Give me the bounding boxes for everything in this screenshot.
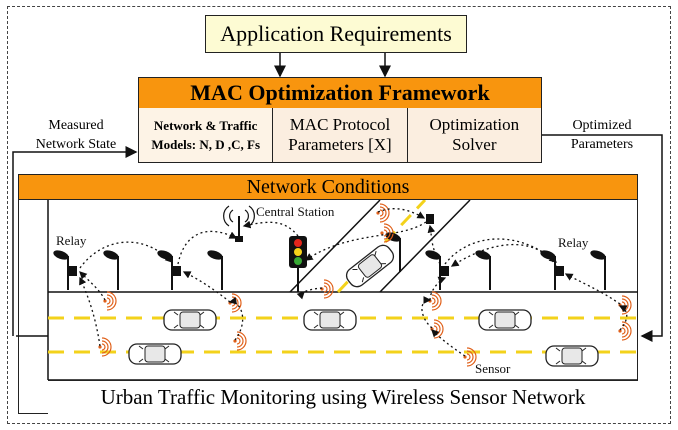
- optimized-line-1: Optimized: [572, 118, 632, 133]
- street-lamp-icon: [473, 247, 493, 291]
- relay-node-icon: [441, 266, 449, 276]
- car-icon: [163, 309, 217, 331]
- car-icon: [303, 309, 357, 331]
- solver-line-2: Solver: [452, 135, 497, 154]
- relay-node-icon: [173, 266, 181, 276]
- mac-framework-components: Network & Traffic Models: N, D ,C, Fs MA…: [138, 108, 542, 163]
- optimized-parameters-label: Optimized Parameters: [550, 117, 654, 155]
- caption-box: Urban Traffic Monitoring using Wireless …: [48, 380, 638, 414]
- measured-network-state-label: Measured Network State: [20, 117, 132, 155]
- communication-paths: [79, 208, 628, 357]
- street-lamp-icon: [538, 247, 558, 291]
- sensor-label: Sensor: [475, 361, 511, 376]
- sensor-signal-icon: [319, 279, 334, 299]
- street-lamp-icon: [51, 247, 71, 291]
- models-line-2: Models: N, D ,C, Fs: [151, 137, 260, 152]
- car-icon: [545, 345, 599, 367]
- mac-params-line-2: Parameters [X]: [288, 135, 392, 154]
- relay-node-icon: [426, 214, 434, 224]
- relay-label-left: Relay: [56, 233, 87, 248]
- measured-line-2: Network State: [35, 136, 117, 152]
- antenna-icon: [223, 205, 255, 242]
- application-requirements-label: Application Requirements: [220, 21, 452, 46]
- relay-label-right: Relay: [558, 235, 589, 250]
- street-lamp-icon: [205, 247, 225, 291]
- framework-arrows: [12, 53, 663, 342]
- car-icon: [478, 309, 532, 331]
- application-requirements-box: Application Requirements: [205, 15, 467, 53]
- measured-line-1: Measured: [48, 118, 104, 133]
- sensor-signal-icon: [232, 331, 247, 351]
- sensor-signal-icon: [429, 319, 444, 339]
- sensor-signal-icon: [375, 203, 390, 223]
- mac-framework-title: MAC Optimization Framework: [190, 80, 490, 105]
- network-conditions-title: Network Conditions: [246, 175, 410, 198]
- network-conditions-title-box: Network Conditions: [18, 174, 638, 200]
- models-line-1: Network & Traffic: [153, 117, 258, 133]
- street-lamp-icon: [588, 247, 608, 291]
- mac-protocol-parameters-box: MAC Protocol Parameters [X]: [272, 108, 406, 162]
- relay-node-icon: [556, 266, 564, 276]
- caption-text: Urban Traffic Monitoring using Wireless …: [100, 385, 586, 409]
- optimized-line-2: Parameters: [570, 136, 634, 152]
- outer-dashed-frame: [7, 6, 671, 424]
- network-traffic-models-box: Network & Traffic Models: N, D ,C, Fs: [139, 108, 273, 162]
- sensor-signal-icon: [617, 321, 632, 341]
- mac-params-line-1: MAC Protocol: [289, 114, 391, 134]
- car-icon: [128, 343, 182, 365]
- optimization-solver-box: Optimization Solver: [406, 108, 541, 162]
- central-station-label: Central Station: [256, 204, 335, 219]
- relay-node-icon: [69, 266, 77, 276]
- traffic-light-icon: [289, 236, 307, 292]
- street-lamp-icon: [423, 247, 443, 291]
- solver-line-1: Optimization: [429, 114, 520, 134]
- street-lamp-icon: [155, 247, 175, 291]
- sensor-signal-icon: [102, 291, 117, 311]
- street-lamp-icon: [101, 247, 121, 291]
- sensor-signal-icon: [617, 295, 632, 315]
